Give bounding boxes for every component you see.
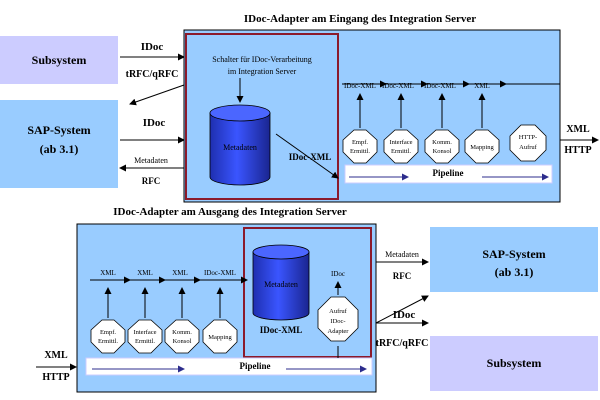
top-step-5-line1: HTTP- xyxy=(519,134,537,141)
sap-system-label-top: SAP-System xyxy=(27,123,90,137)
rfc-label-bottom: RFC xyxy=(393,271,412,281)
bottom-step-komm-konsol: Komm. Konsol xyxy=(164,287,200,354)
idoc-label-bottom-right: IDoc xyxy=(393,309,416,321)
bottom-title: IDoc-Adapter am Ausgang des Integration … xyxy=(113,206,347,218)
sap-system-label-bottom: SAP-System xyxy=(482,247,545,261)
sap-version-label-top: (ab 3.1) xyxy=(40,142,79,156)
bottom-flow-label-3: XML xyxy=(172,269,188,277)
metadaten-label-top: Metadaten xyxy=(134,156,168,165)
subsystem-label-top: Subsystem xyxy=(32,53,87,67)
sap-version-label-bottom: (ab 3.1) xyxy=(495,265,534,279)
bottom-step-3-line2: Konsol xyxy=(173,338,192,345)
top-step-http-aufruf: HTTP- Aufruf xyxy=(509,124,547,162)
metadaten-label-bottom: Metadaten xyxy=(385,250,419,259)
top-step-1-line1: Empf. xyxy=(352,139,368,146)
rfc-label-top: RFC xyxy=(142,176,161,186)
idoc-label-top-2: IDoc xyxy=(143,117,166,129)
top-step-empf-ermittl: Empf. Ermittl. xyxy=(342,93,378,164)
http-in-label: HTTP xyxy=(42,372,69,383)
subsystem-box-top xyxy=(0,36,118,84)
top-step-4-line1: Mapping xyxy=(470,144,494,151)
idoc-xml-label-top: IDoc-XML xyxy=(289,152,332,162)
arrow-to-pipeline-top xyxy=(275,133,339,179)
adapter-call-line2: IDoc- xyxy=(330,318,345,325)
metadata-label-top: Metadaten xyxy=(223,143,257,152)
http-out-label: HTTP xyxy=(564,145,591,156)
top-step-2-line2: Ermittl. xyxy=(391,148,411,155)
metadata-database-bottom xyxy=(252,244,310,321)
xml-in-label: XML xyxy=(44,350,68,361)
subsystem-label-bottom: Subsystem xyxy=(487,356,542,370)
top-step-3-line2: Konsol xyxy=(433,148,452,155)
bottom-flow-label-4: IDoc-XML xyxy=(204,269,236,277)
top-title: IDoc-Adapter am Eingang des Integration … xyxy=(244,13,476,25)
trfc-label-bottom: tRFC/qRFC xyxy=(376,338,429,349)
bottom-step-empf-ermittl: Empf. Ermittl. xyxy=(90,287,126,354)
bottom-step-2-line2: Ermittl. xyxy=(135,338,155,345)
bottom-step-mapping: Mapping xyxy=(202,287,238,354)
top-step-1-line2: Ermittl. xyxy=(350,148,370,155)
pipeline-bar-bottom xyxy=(85,357,373,376)
metadata-database-top xyxy=(209,104,271,186)
bottom-step-4-line1: Mapping xyxy=(208,334,232,341)
pipeline-label-top: Pipeline xyxy=(433,168,464,178)
top-flow-label-1: IDoc-XML xyxy=(344,82,376,90)
pipeline-bar-top xyxy=(344,164,553,184)
top-step-mapping: Mapping xyxy=(464,93,500,164)
switch-label-line2: im Integration Server xyxy=(228,67,297,76)
top-flow-label-2: IDoc-XML xyxy=(382,82,414,90)
top-step-5-line2: Aufruf xyxy=(519,144,538,151)
top-step-3-line1: Komm. xyxy=(432,139,452,146)
bottom-step-1-line1: Empf. xyxy=(100,329,116,336)
arrow-adapter-to-sap-top xyxy=(129,84,185,106)
adapter-call-line3: Adapter xyxy=(328,328,350,335)
top-step-interface-ermittl: Interface Ermittl. xyxy=(383,93,419,164)
sap-system-box-top xyxy=(0,100,118,188)
pipeline-label-bottom: Pipeline xyxy=(240,361,271,371)
idoc-label-top-1: IDoc xyxy=(141,41,164,53)
bottom-flow-label-2: XML xyxy=(137,269,153,277)
bottom-step-2-line1: Interface xyxy=(133,329,156,336)
adapter-call-line1: Aufruf xyxy=(329,308,348,315)
idoc-label-bottom: IDoc xyxy=(331,270,345,278)
idoc-xml-label-bottom: IDoc-XML xyxy=(260,325,303,335)
top-flow-label-3: IDoc-XML xyxy=(424,82,456,90)
top-step-komm-konsol: Komm. Konsol xyxy=(424,93,460,164)
bottom-flow-label-1: XML xyxy=(100,269,116,277)
bottom-step-3-line1: Komm. xyxy=(172,329,192,336)
adapter-call-node: IDoc Aufruf IDoc- Adapter xyxy=(317,270,359,358)
metadata-label-bottom: Metadaten xyxy=(264,280,298,289)
top-flow-label-4: XML xyxy=(474,82,490,90)
switch-label-line1: Schalter für IDoc-Verarbeitung xyxy=(212,55,312,64)
xml-out-label: XML xyxy=(566,124,590,135)
subsystem-box-bottom xyxy=(430,336,598,391)
trfc-label-top: tRFC/qRFC xyxy=(126,69,179,80)
bottom-step-interface-ermittl: Interface Ermittl. xyxy=(127,287,163,354)
arrow-idoc-to-sap xyxy=(375,295,429,324)
sap-system-box-bottom xyxy=(430,227,598,292)
top-step-2-line1: Interface xyxy=(389,139,412,146)
bottom-step-1-line2: Ermittl. xyxy=(98,338,118,345)
